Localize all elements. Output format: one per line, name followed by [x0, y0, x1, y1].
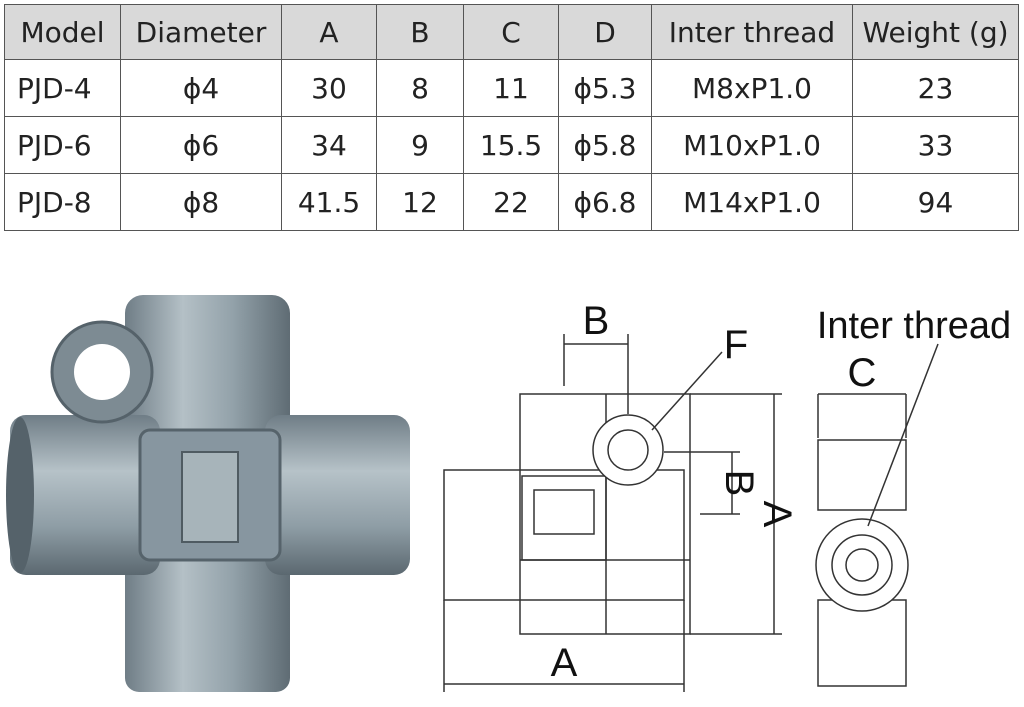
left-port	[10, 415, 160, 575]
side-view-port-outer	[815, 518, 909, 612]
cell-model: PJD-6	[4, 116, 121, 174]
table-row: PJD-6 ϕ6 34 9 15.5 ϕ5.8 M10xP1.0 33	[4, 116, 1019, 174]
header-a: A	[281, 4, 377, 60]
spec-table: Model Diameter A B C D Inter thread Weig…	[4, 4, 1019, 231]
cell-model: PJD-8	[4, 173, 121, 231]
gauge-port-hole	[74, 344, 130, 400]
f-port-outer	[592, 414, 664, 486]
top-port	[125, 295, 290, 450]
header-b: B	[376, 4, 464, 60]
side-view-top	[817, 439, 907, 511]
cell-c: 22	[463, 173, 559, 231]
cell-b: 8	[376, 59, 464, 117]
label-a-bottom: A	[551, 641, 578, 685]
header-d: D	[558, 4, 652, 60]
front-view-body	[519, 393, 691, 635]
front-view-cross	[443, 469, 685, 601]
cell-d: ϕ5.8	[558, 116, 652, 174]
label-b-side: B	[717, 470, 761, 497]
header-c: C	[463, 4, 559, 60]
cell-diameter: ϕ8	[120, 173, 282, 231]
header-diameter: Diameter	[120, 4, 282, 60]
bottom-port	[125, 540, 290, 692]
table-header-row: Model Diameter A B C D Inter thread Weig…	[4, 4, 1019, 60]
f-port-inner	[607, 429, 649, 471]
cell-a: 41.5	[281, 173, 377, 231]
label-f: F	[724, 323, 748, 367]
cell-model: PJD-4	[4, 59, 121, 117]
cell-d: ϕ6.8	[558, 173, 652, 231]
technical-drawing: B F B A A C Inter thread	[443, 299, 1011, 692]
cell-c: 15.5	[463, 116, 559, 174]
cell-c: 11	[463, 59, 559, 117]
label-b-top: B	[583, 299, 610, 343]
right-port	[265, 415, 410, 575]
label-a-side: A	[755, 501, 799, 528]
product-photo	[6, 295, 410, 692]
cell-weight: 33	[852, 116, 1019, 174]
header-weight: Weight (g)	[852, 4, 1019, 60]
side-view-port-inner	[845, 548, 879, 582]
header-model: Model	[4, 4, 121, 60]
label-inter-thread: Inter thread	[817, 305, 1011, 347]
cell-inter-thread: M10xP1.0	[651, 116, 853, 174]
cell-inter-thread: M8xP1.0	[651, 59, 853, 117]
cell-a: 30	[281, 59, 377, 117]
label-c: C	[848, 351, 877, 395]
header-inter-thread: Inter thread	[651, 4, 853, 60]
cell-b: 9	[376, 116, 464, 174]
front-view-hex-inner	[533, 489, 595, 535]
side-view-port-mid	[831, 534, 893, 596]
cell-weight: 23	[852, 59, 1019, 117]
cell-d: ϕ5.3	[558, 59, 652, 117]
left-port-opening	[6, 417, 34, 573]
center-marking	[181, 451, 239, 543]
cell-b: 12	[376, 173, 464, 231]
cell-diameter: ϕ6	[120, 116, 282, 174]
cell-a: 34	[281, 116, 377, 174]
cell-diameter: ϕ4	[120, 59, 282, 117]
cell-weight: 94	[852, 173, 1019, 231]
cell-inter-thread: M14xP1.0	[651, 173, 853, 231]
table-row: PJD-8 ϕ8 41.5 12 22 ϕ6.8 M14xP1.0 94	[4, 173, 1019, 231]
table-row: PJD-4 ϕ4 30 8 11 ϕ5.3 M8xP1.0 23	[4, 59, 1019, 117]
side-view-bottom	[817, 599, 907, 687]
